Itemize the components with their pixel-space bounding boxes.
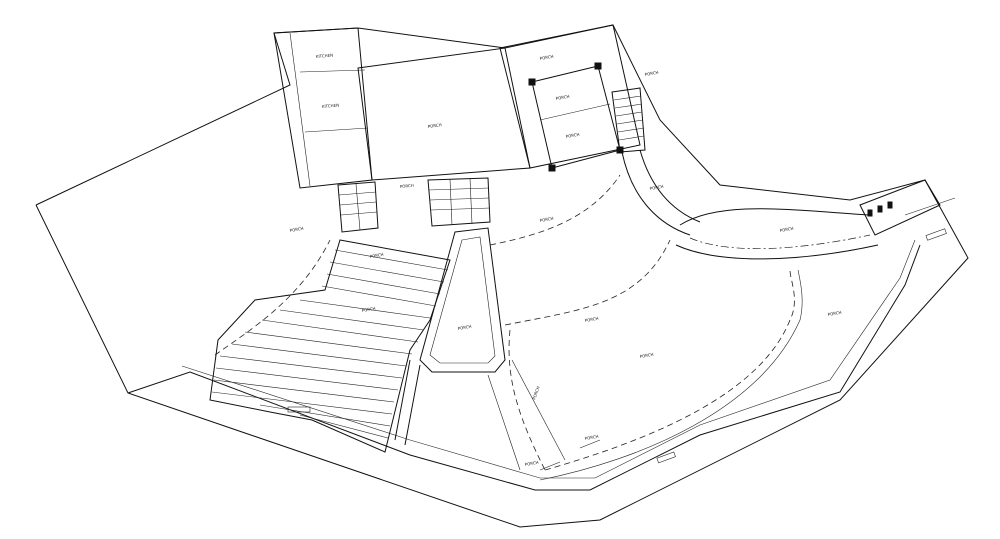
grading-dash-1 — [489, 174, 621, 246]
grading-dash-2 — [504, 239, 671, 326]
road-edge-inner — [181, 239, 916, 479]
area-label-porch-10: PORCH — [649, 184, 664, 191]
area-label-porch-8: PORCH — [361, 306, 376, 313]
road-edge-outer — [127, 244, 921, 491]
survey-marks — [487, 359, 676, 471]
terrace-edge-line — [394, 359, 411, 441]
area-label-porch-14: PORCH — [639, 352, 654, 359]
narrow-path-inner — [429, 236, 496, 364]
pergola-mid — [539, 103, 611, 121]
curved-path-outer — [639, 149, 701, 223]
pergola-frame — [531, 65, 621, 169]
room-label-kitchen-2: KITCHEN — [322, 103, 340, 109]
area-label-porch-17: PORCH — [531, 386, 540, 401]
grading-dash-4 — [508, 329, 546, 471]
entry-steps-left — [337, 181, 379, 233]
area-label-porch-5: PORCH — [644, 70, 659, 77]
area-label-porch-6: PORCH — [289, 226, 304, 233]
area-label-porch-18: PORCH — [584, 434, 599, 441]
terrace-edge-line-2 — [404, 364, 421, 446]
area-label-porch-16: PORCH — [400, 183, 414, 189]
stairs-east — [611, 87, 646, 153]
building-living-block — [357, 47, 531, 181]
area-label-porch-11: PORCH — [779, 226, 794, 233]
pergola-post-1 — [528, 78, 536, 86]
entry-steps-center — [427, 177, 491, 227]
area-label-porch-9: PORCH — [457, 324, 472, 331]
grading-dash-3 — [544, 269, 795, 471]
driveway-band-inner — [675, 244, 879, 260]
kitchen-divider-3 — [304, 127, 369, 133]
lawn-outline — [539, 269, 803, 481]
pergola-post-2 — [594, 62, 602, 70]
grading-dash-5 — [214, 239, 331, 356]
room-label-kitchen-1: KITCHEN — [316, 53, 334, 59]
pergola-post-4 — [548, 164, 556, 172]
area-label-porch-3: PORCH — [565, 132, 580, 139]
curved-path-inner — [621, 151, 691, 236]
kitchen-divider — [289, 32, 311, 187]
kitchen-divider-2 — [299, 69, 366, 73]
area-label-porch-15: PORCH — [827, 310, 842, 317]
area-label-porch-12: PORCH — [539, 216, 554, 223]
area-label-porch-4: PORCH — [539, 54, 554, 61]
driveway-band-dash — [689, 234, 871, 250]
narrow-path — [419, 227, 506, 373]
area-label-porch-1: PORCH — [427, 122, 442, 129]
site-boundary — [35, 24, 969, 528]
east-gate — [859, 179, 956, 241]
area-label-porch-7: PORCH — [369, 252, 384, 259]
area-label-porch-13: PORCH — [584, 316, 599, 323]
area-label-porch-2: PORCH — [555, 94, 570, 101]
building-pergola-block — [499, 24, 641, 169]
terrace-deck — [209, 239, 451, 453]
area-label-porch-19: PORCH — [524, 460, 539, 467]
driveway-band-outer — [679, 208, 871, 226]
